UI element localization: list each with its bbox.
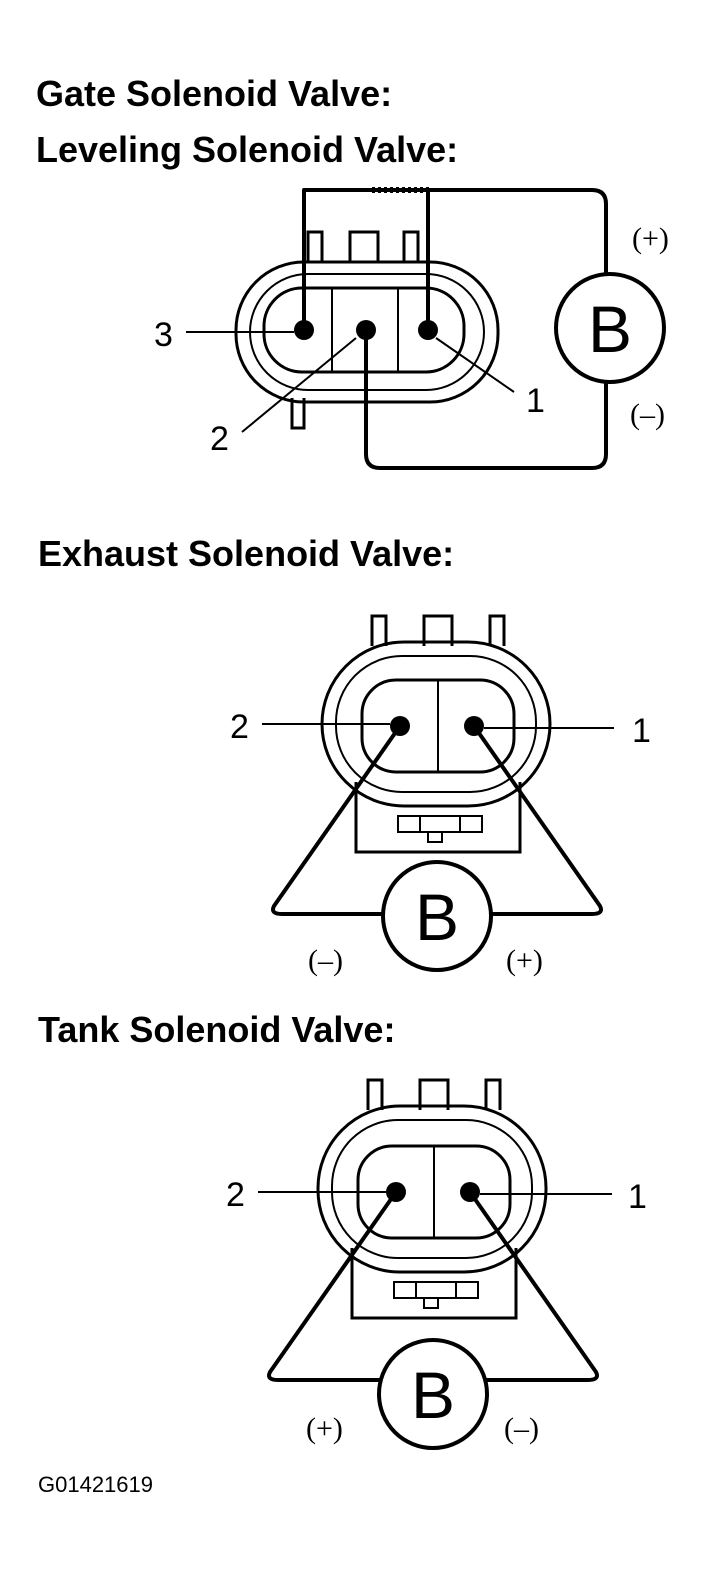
connector-latch	[290, 398, 306, 430]
polarity-negative: (–)	[504, 1412, 539, 1445]
connector-tab	[366, 1078, 384, 1110]
terminal-pin-1	[418, 320, 438, 340]
terminal-pin-2	[356, 320, 376, 340]
connector-key	[393, 1281, 479, 1299]
battery-label: B	[415, 880, 459, 954]
label-pin-2: 2	[226, 1176, 245, 1214]
battery-symbol	[377, 1338, 489, 1450]
polarity-positive: (+)	[506, 944, 543, 977]
connector-tab	[484, 1078, 502, 1110]
battery-wire-negative	[468, 1190, 599, 1382]
terminal-pin-2	[390, 716, 410, 736]
connector-tab	[418, 1078, 450, 1110]
battery-label: B	[588, 292, 632, 366]
terminal-pin-1	[464, 716, 484, 736]
battery-wire-positive	[267, 1190, 398, 1382]
battery-wire	[364, 188, 608, 470]
terminal-pin-1	[460, 1182, 480, 1202]
battery-symbol	[381, 860, 493, 972]
connector-tab	[370, 614, 388, 646]
connector-key	[397, 815, 483, 833]
heading-gate-solenoid-valve: Gate Solenoid Valve:	[36, 73, 392, 114]
connector-tab	[488, 614, 506, 646]
connector-tab	[402, 230, 420, 262]
battery-wire-negative	[271, 724, 402, 916]
battery-symbol	[554, 272, 666, 384]
label-pin-1: 1	[526, 382, 545, 420]
battery-label: B	[411, 1358, 455, 1432]
polarity-positive: (+)	[306, 1412, 343, 1445]
connector-key-latch	[427, 831, 443, 843]
label-pin-2: 2	[210, 420, 229, 458]
heading-leveling-solenoid-valve: Leveling Solenoid Valve:	[36, 129, 458, 170]
leader-pin-1	[435, 337, 515, 393]
connector-key-latch	[423, 1297, 439, 1309]
heading-exhaust-solenoid-valve: Exhaust Solenoid Valve:	[38, 533, 454, 574]
polarity-negative: (–)	[308, 944, 343, 977]
connector-lower-housing	[350, 1248, 518, 1320]
connector-lower-housing	[354, 782, 522, 854]
connector-outer-shell	[316, 1104, 548, 1274]
polarity-positive: (+)	[632, 222, 669, 255]
connector-tab	[348, 230, 380, 262]
terminal-pin-2	[386, 1182, 406, 1202]
connector-inner-shell	[331, 1119, 533, 1259]
polarity-negative: (–)	[630, 398, 665, 431]
label-pin-3: 3	[154, 316, 173, 354]
heading-tank-solenoid-valve: Tank Solenoid Valve:	[38, 1009, 395, 1050]
label-pin-1: 1	[632, 712, 651, 750]
terminal-pin-3	[294, 320, 314, 340]
label-pin-2: 2	[230, 708, 249, 746]
connector-tab	[422, 614, 454, 646]
connector-exhaust: 2 1 B (–) (+)	[230, 614, 651, 977]
figure-code: G01421619	[38, 1472, 153, 1497]
leader-pin-2	[241, 337, 357, 433]
connector-tab	[306, 230, 324, 262]
connector-gate-leveling: 3 2 1 B (+) (–)	[154, 187, 669, 470]
battery-wire-positive	[472, 724, 603, 916]
connector-tank: 2 1 B (+) (–)	[226, 1078, 647, 1450]
label-pin-1: 1	[628, 1178, 647, 1216]
